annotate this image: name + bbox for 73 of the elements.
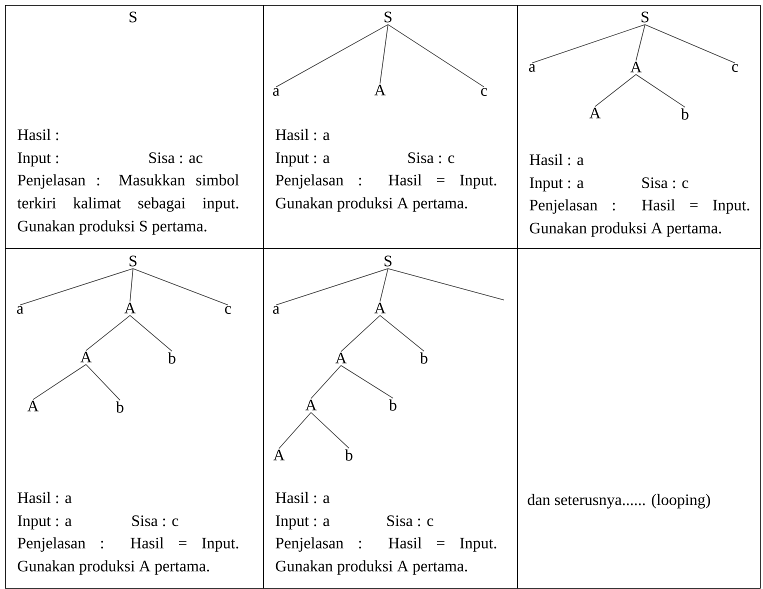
tree-symbol: b: [389, 399, 396, 411]
tree-symbol: c: [225, 306, 232, 314]
tree-branch: [388, 24, 484, 88]
tree-symbol: b: [681, 108, 688, 120]
tree-branch: [310, 365, 342, 399]
text-line: Input :: [18, 152, 58, 166]
tree-symbol: c: [732, 64, 738, 72]
text-line: Hasil :: [18, 128, 58, 140]
explanation-text: Penjelasan : Hasil = Input. Gunakan produksi A pertama.: [276, 537, 496, 575]
tree-symbol: A: [124, 302, 136, 314]
explanation-text: Penjelasan : Hasil = Input. Gunakan produksi A pertama.: [530, 199, 750, 237]
tree-symbol: b: [345, 449, 352, 461]
tree-symbol: S: [384, 256, 392, 266]
note-text: dan seterusnya...... (looping): [528, 494, 710, 508]
text-line: Sisa : c: [642, 177, 688, 188]
tree-symbol: c: [481, 88, 488, 96]
text-line: Hasil : a: [530, 154, 584, 166]
tree-symbol: S: [130, 12, 136, 22]
explanation-text: Penjelasan : Hasil = Input. Gunakan produksi A pertama.: [18, 537, 238, 575]
tree-symbol: S: [384, 12, 392, 22]
text-line: Sisa : c: [132, 515, 178, 526]
text-line: Hasil : a: [276, 492, 330, 504]
tree-symbol: a: [529, 64, 536, 72]
tree-symbol: b: [420, 352, 428, 364]
tree-symbol: a: [17, 306, 24, 314]
tree-branch: [340, 365, 394, 399]
tree-branch: [276, 24, 388, 88]
tree-branch: [636, 24, 646, 61]
tree-symbol: b: [168, 352, 176, 364]
text-line: Input : a: [18, 516, 72, 530]
tree-branch: [86, 315, 130, 351]
tree-branch: [388, 268, 504, 300]
tree-symbol: S: [642, 12, 648, 22]
text-line: Sisa : c: [408, 152, 454, 164]
tree-branch: [636, 74, 686, 108]
tree-branch: [340, 315, 380, 352]
tree-symbol: A: [27, 400, 39, 412]
text-line: Sisa : ac: [149, 152, 202, 164]
text-line: Sisa : c: [387, 515, 434, 526]
text-line: Input : a: [276, 516, 330, 530]
tree-branch: [380, 315, 424, 352]
tree-branch: [86, 364, 120, 401]
tree-symbol: a: [273, 306, 280, 314]
tree-symbol: A: [589, 108, 601, 118]
tree-symbol: A: [374, 84, 386, 96]
text-line: Input : a: [276, 152, 330, 166]
explanation-text: Penjelasan : Hasil = Input. Gunakan produksi A pertama.: [276, 174, 496, 212]
tree-branch: [130, 268, 134, 302]
text-line: Hasil : a: [18, 492, 72, 504]
tree-symbol: A: [630, 62, 642, 72]
text-line: Hasil : a: [276, 128, 330, 140]
tree-symbol: a: [273, 88, 280, 96]
text-line: Input : a: [530, 178, 584, 192]
tree-symbol: A: [335, 352, 347, 364]
tree-branch: [278, 412, 312, 449]
tree-symbol: b: [116, 401, 124, 413]
tree-branch: [32, 364, 86, 400]
tree-symbol: S: [130, 256, 136, 266]
tree-symbol: A: [374, 302, 386, 314]
tree-branch: [276, 268, 388, 306]
tree-branch: [594, 74, 636, 107]
explanation-text: Penjelasan : Masukkan simbol terkiri kalimat sebagai input. Gunakan produksi S pertama.: [17, 174, 239, 235]
tree-branch: [532, 24, 646, 64]
tree-branch: [380, 268, 388, 302]
tree-symbol: A: [273, 450, 285, 460]
tree-symbol: A: [305, 400, 317, 410]
tree-branch: [644, 24, 736, 64]
tree-branch: [132, 268, 228, 306]
tree-branch: [130, 315, 172, 352]
tree-branch: [310, 412, 350, 449]
tree-branch: [380, 24, 388, 84]
tree-branch: [20, 268, 134, 306]
tree-symbol: A: [80, 352, 92, 362]
